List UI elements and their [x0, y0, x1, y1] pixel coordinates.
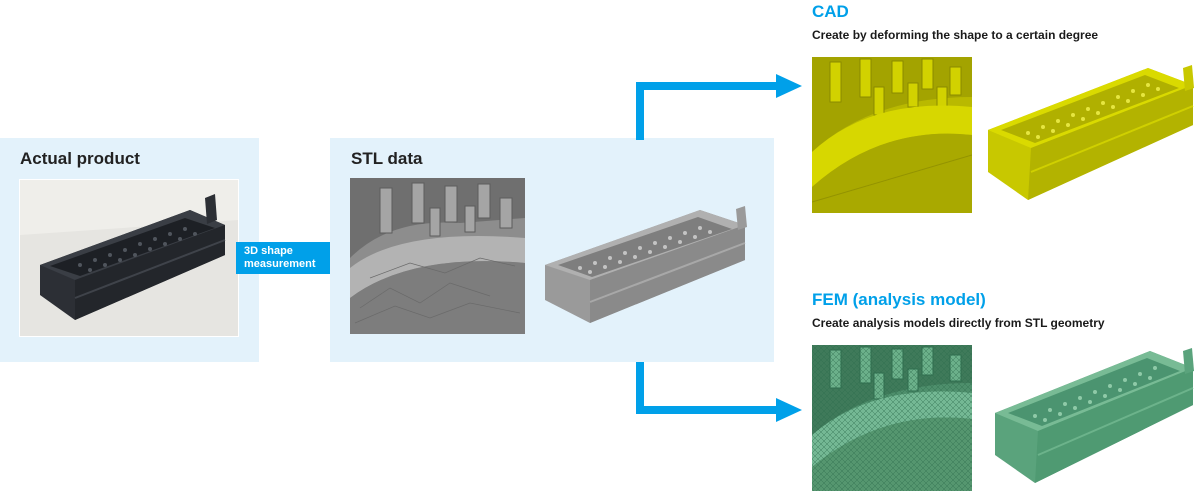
fem-description: Create analysis models directly from STL…: [812, 316, 1105, 330]
fem-title: FEM (analysis model): [812, 290, 986, 309]
stl-closeup-image: [350, 178, 525, 334]
actual-product-photo: [19, 179, 239, 337]
cad-title: CAD: [812, 2, 849, 21]
cad-description: Create by deforming the shape to a certa…: [812, 28, 1099, 42]
actual-product-title: Actual product: [20, 149, 140, 168]
measurement-label-line1: 3D shape: [244, 245, 293, 257]
measurement-label-line2: measurement: [244, 258, 316, 270]
fem-closeup-image: [812, 345, 972, 491]
cad-model-image: [983, 60, 1198, 210]
fem-model-image: [990, 343, 1198, 491]
stl-model-image: [540, 205, 755, 330]
cad-closeup-image: [812, 57, 972, 213]
stl-data-title: STL data: [351, 149, 423, 168]
